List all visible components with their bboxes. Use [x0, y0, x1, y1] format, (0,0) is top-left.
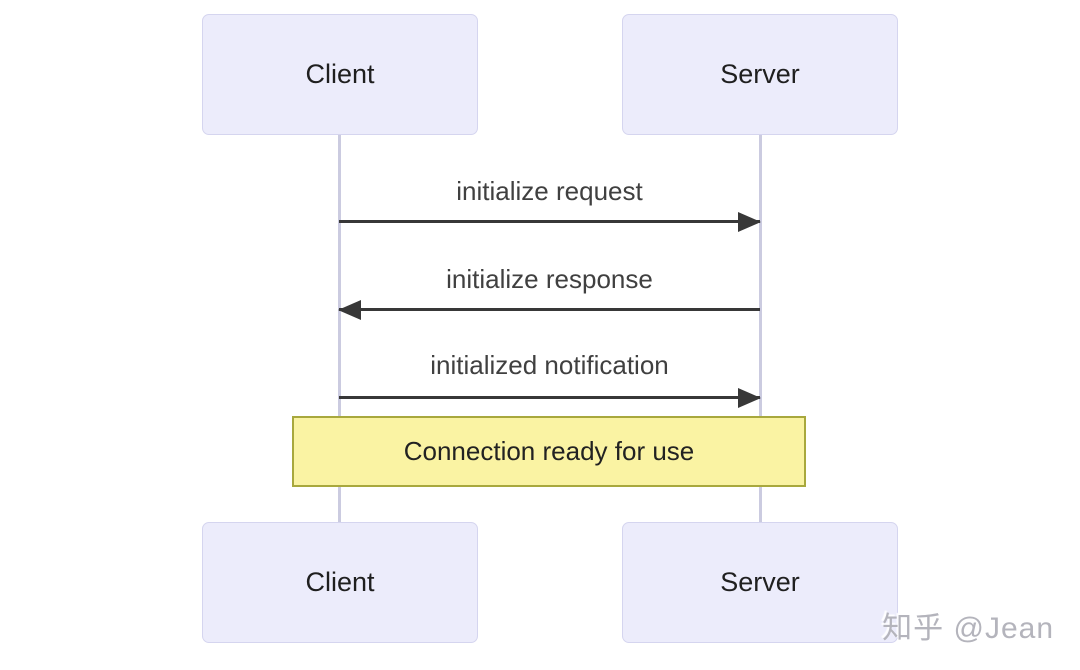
arrowhead-left-icon	[338, 299, 361, 320]
message-3-label: initialized notification	[430, 350, 669, 380]
message-2-arrow	[338, 299, 760, 320]
lifeline-server	[759, 135, 762, 523]
actor-client-bottom-label: Client	[305, 567, 375, 597]
actor-server-bottom-label: Server	[720, 567, 800, 597]
message-1-label: initialize request	[456, 176, 643, 206]
note-connection-ready: Connection ready for use	[292, 416, 806, 487]
arrowhead-right-icon	[738, 387, 761, 408]
actor-server-bottom: Server	[622, 522, 898, 643]
actor-client-bottom: Client	[202, 522, 478, 643]
actor-client-top: Client	[202, 14, 478, 135]
arrowhead-right-icon	[738, 211, 761, 232]
watermark: 知乎 @Jean	[882, 612, 1054, 645]
actor-client-top-label: Client	[305, 59, 375, 89]
message-3-arrow	[339, 387, 761, 408]
actor-server-top: Server	[622, 14, 898, 135]
actor-server-top-label: Server	[720, 59, 800, 89]
message-1-arrow	[339, 211, 761, 232]
note-label: Connection ready for use	[403, 436, 695, 466]
message-2-label: initialize response	[446, 264, 653, 294]
lifeline-client	[338, 135, 341, 523]
